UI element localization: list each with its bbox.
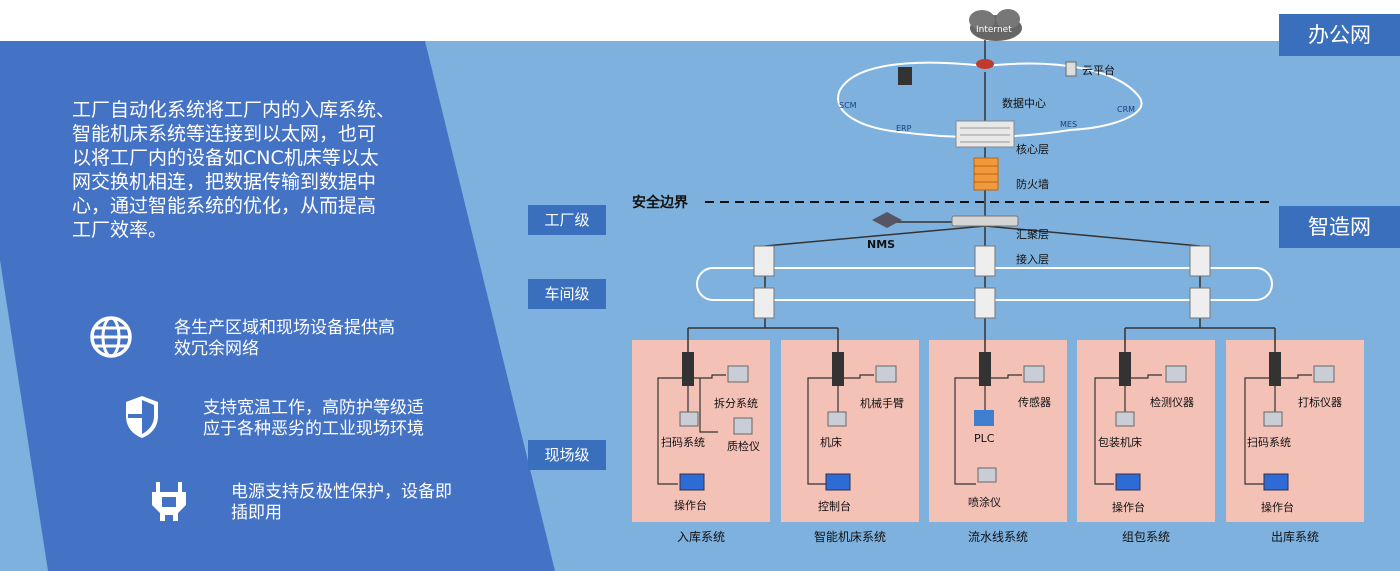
aggregation-switch-icon [951, 215, 1019, 227]
system-name: 流水线系统 [967, 530, 1028, 544]
device-label: 扫码系统 [661, 436, 705, 449]
core-layer-label: 核心层 [1016, 143, 1049, 156]
field-switch-icon [682, 352, 694, 386]
field-switch-icon [1119, 352, 1131, 386]
firewall-label: 防火墙 [1016, 178, 1049, 191]
intro-line: 网交换机相连，把数据传输到数据中 [72, 171, 377, 193]
device-label: 质检仪 [727, 440, 760, 453]
device-label: 操作台 [1261, 501, 1294, 514]
security-boundary-label: 安全边界 [632, 195, 688, 211]
device-icon [827, 411, 847, 427]
intro-line: 以将工厂内的设备如CNC机床等以太 [72, 147, 379, 169]
device-icon [679, 411, 699, 427]
feature-redundant-network: 各生产区域和现场设备提供高 效冗余网络 [174, 318, 395, 360]
feature-reverse-polarity: 电源支持反极性保护，设备即 插即用 [231, 482, 452, 524]
globe-icon [90, 316, 132, 358]
system-name: 入库系统 [676, 530, 725, 544]
device-icon [733, 417, 753, 435]
feature-line: 各生产区域和现场设备提供高 [174, 318, 395, 338]
erp-label: ERP [896, 124, 912, 133]
server-icon [898, 67, 912, 85]
feature-line: 效冗余网络 [174, 339, 259, 359]
device-label: 包装机床 [1098, 436, 1142, 449]
plc-icon [974, 410, 994, 426]
device-icon [1115, 411, 1135, 427]
device-label: 喷涂仪 [968, 496, 1001, 509]
power-plug-icon [152, 482, 186, 521]
nms-label: NMS [867, 238, 896, 251]
manufacturing-network-badge: 智造网 [1279, 206, 1400, 248]
system-name: 组包系统 [1121, 530, 1170, 544]
device-label: 机械手臂 [860, 397, 904, 410]
intro-line: 智能机床系统等连接到以太网，也可 [72, 123, 377, 145]
aggregation-layer-label: 汇聚层 [1016, 228, 1049, 241]
field-level-badge: 现场级 [528, 440, 606, 470]
router-icon [976, 59, 994, 69]
device-label: 控制台 [818, 500, 851, 513]
device-icon [875, 365, 897, 383]
device-icon [1165, 365, 1187, 383]
workshop-level-badge: 车间级 [528, 279, 606, 309]
monitor-icon [679, 473, 705, 491]
core-switch-icon [955, 120, 1015, 148]
mes-label: MES [1060, 120, 1078, 129]
packaging-panel [1077, 340, 1215, 522]
field-switch-icon [832, 352, 844, 386]
intro-line: 工厂自动化系统将工厂内的入库系统、 [72, 99, 396, 121]
access-layer-label: 接入层 [1016, 253, 1049, 266]
intro-line: 心，通过智能系统的优化，从而提高 [72, 195, 377, 217]
feature-wide-temperature: 支持宽温工作，高防护等级适 应于各种恶劣的工业现场环境 [203, 398, 424, 440]
shield-icon [126, 396, 158, 438]
device-icon [977, 467, 997, 483]
feature-line: 电源支持反极性保护，设备即 [231, 482, 452, 502]
data-center-label: 数据中心 [1002, 97, 1046, 110]
device-icon [727, 365, 749, 383]
system-name: 智能机床系统 [813, 530, 886, 544]
device-label: 扫码系统 [1247, 436, 1291, 449]
nms-icon [872, 212, 902, 228]
feature-line: 插即用 [231, 503, 282, 523]
cloud-platform-label: 云平台 [1082, 64, 1115, 77]
cloud-server-icon [1065, 61, 1077, 77]
device-icon [1023, 365, 1045, 383]
device-label: 操作台 [1112, 501, 1145, 514]
access-switch-icon [974, 287, 996, 319]
system-name: 出库系统 [1270, 530, 1319, 544]
scm-label: SCM [839, 101, 857, 110]
intro-line: 工厂效率。 [72, 219, 168, 241]
monitor-icon [1263, 473, 1289, 491]
device-icon [1313, 365, 1335, 383]
access-switch-icon [753, 245, 775, 277]
warehouse-out-panel [1226, 340, 1364, 522]
monitor-icon [825, 473, 851, 491]
access-switch-icon [753, 287, 775, 319]
feature-line: 应于各种恶劣的工业现场环境 [203, 419, 424, 439]
access-switch-icon [974, 245, 996, 277]
intro-text: 工厂自动化系统将工厂内的入库系统、 智能机床系统等连接到以太网，也可 以将工厂内… [72, 98, 395, 242]
device-label: 检测仪器 [1150, 396, 1194, 409]
field-switch-icon [979, 352, 991, 386]
monitor-icon [1115, 473, 1141, 491]
device-label: 操作台 [674, 499, 707, 512]
device-label: PLC [974, 432, 995, 445]
field-switch-icon [1269, 352, 1281, 386]
access-switch-icon [1189, 245, 1211, 277]
office-network-badge: 办公网 [1279, 14, 1400, 56]
internet-label: Internet [976, 25, 1012, 35]
device-label: 传感器 [1018, 396, 1051, 409]
device-label: 打标仪器 [1298, 396, 1342, 409]
factory-level-badge: 工厂级 [528, 205, 606, 235]
device-label: 拆分系统 [714, 397, 758, 410]
feature-line: 支持宽温工作，高防护等级适 [203, 398, 424, 418]
device-label: 机床 [820, 436, 842, 449]
access-switch-icon [1189, 287, 1211, 319]
crm-label: CRM [1117, 105, 1136, 114]
device-icon [1263, 411, 1283, 427]
internet-cloud-icon [969, 9, 1022, 41]
